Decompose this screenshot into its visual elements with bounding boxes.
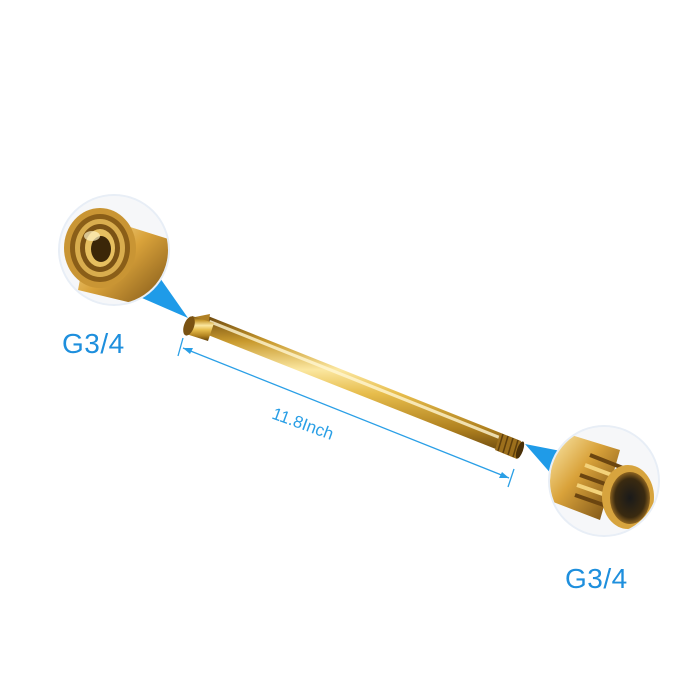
left-thread-label: G3/4 <box>62 328 125 359</box>
right-detail-icon <box>548 425 660 537</box>
right-thread-label: G3/4 <box>565 563 628 594</box>
dimension-line <box>177 337 515 488</box>
shower-arm-pipe <box>183 314 525 459</box>
left-detail-icon <box>58 194 170 306</box>
